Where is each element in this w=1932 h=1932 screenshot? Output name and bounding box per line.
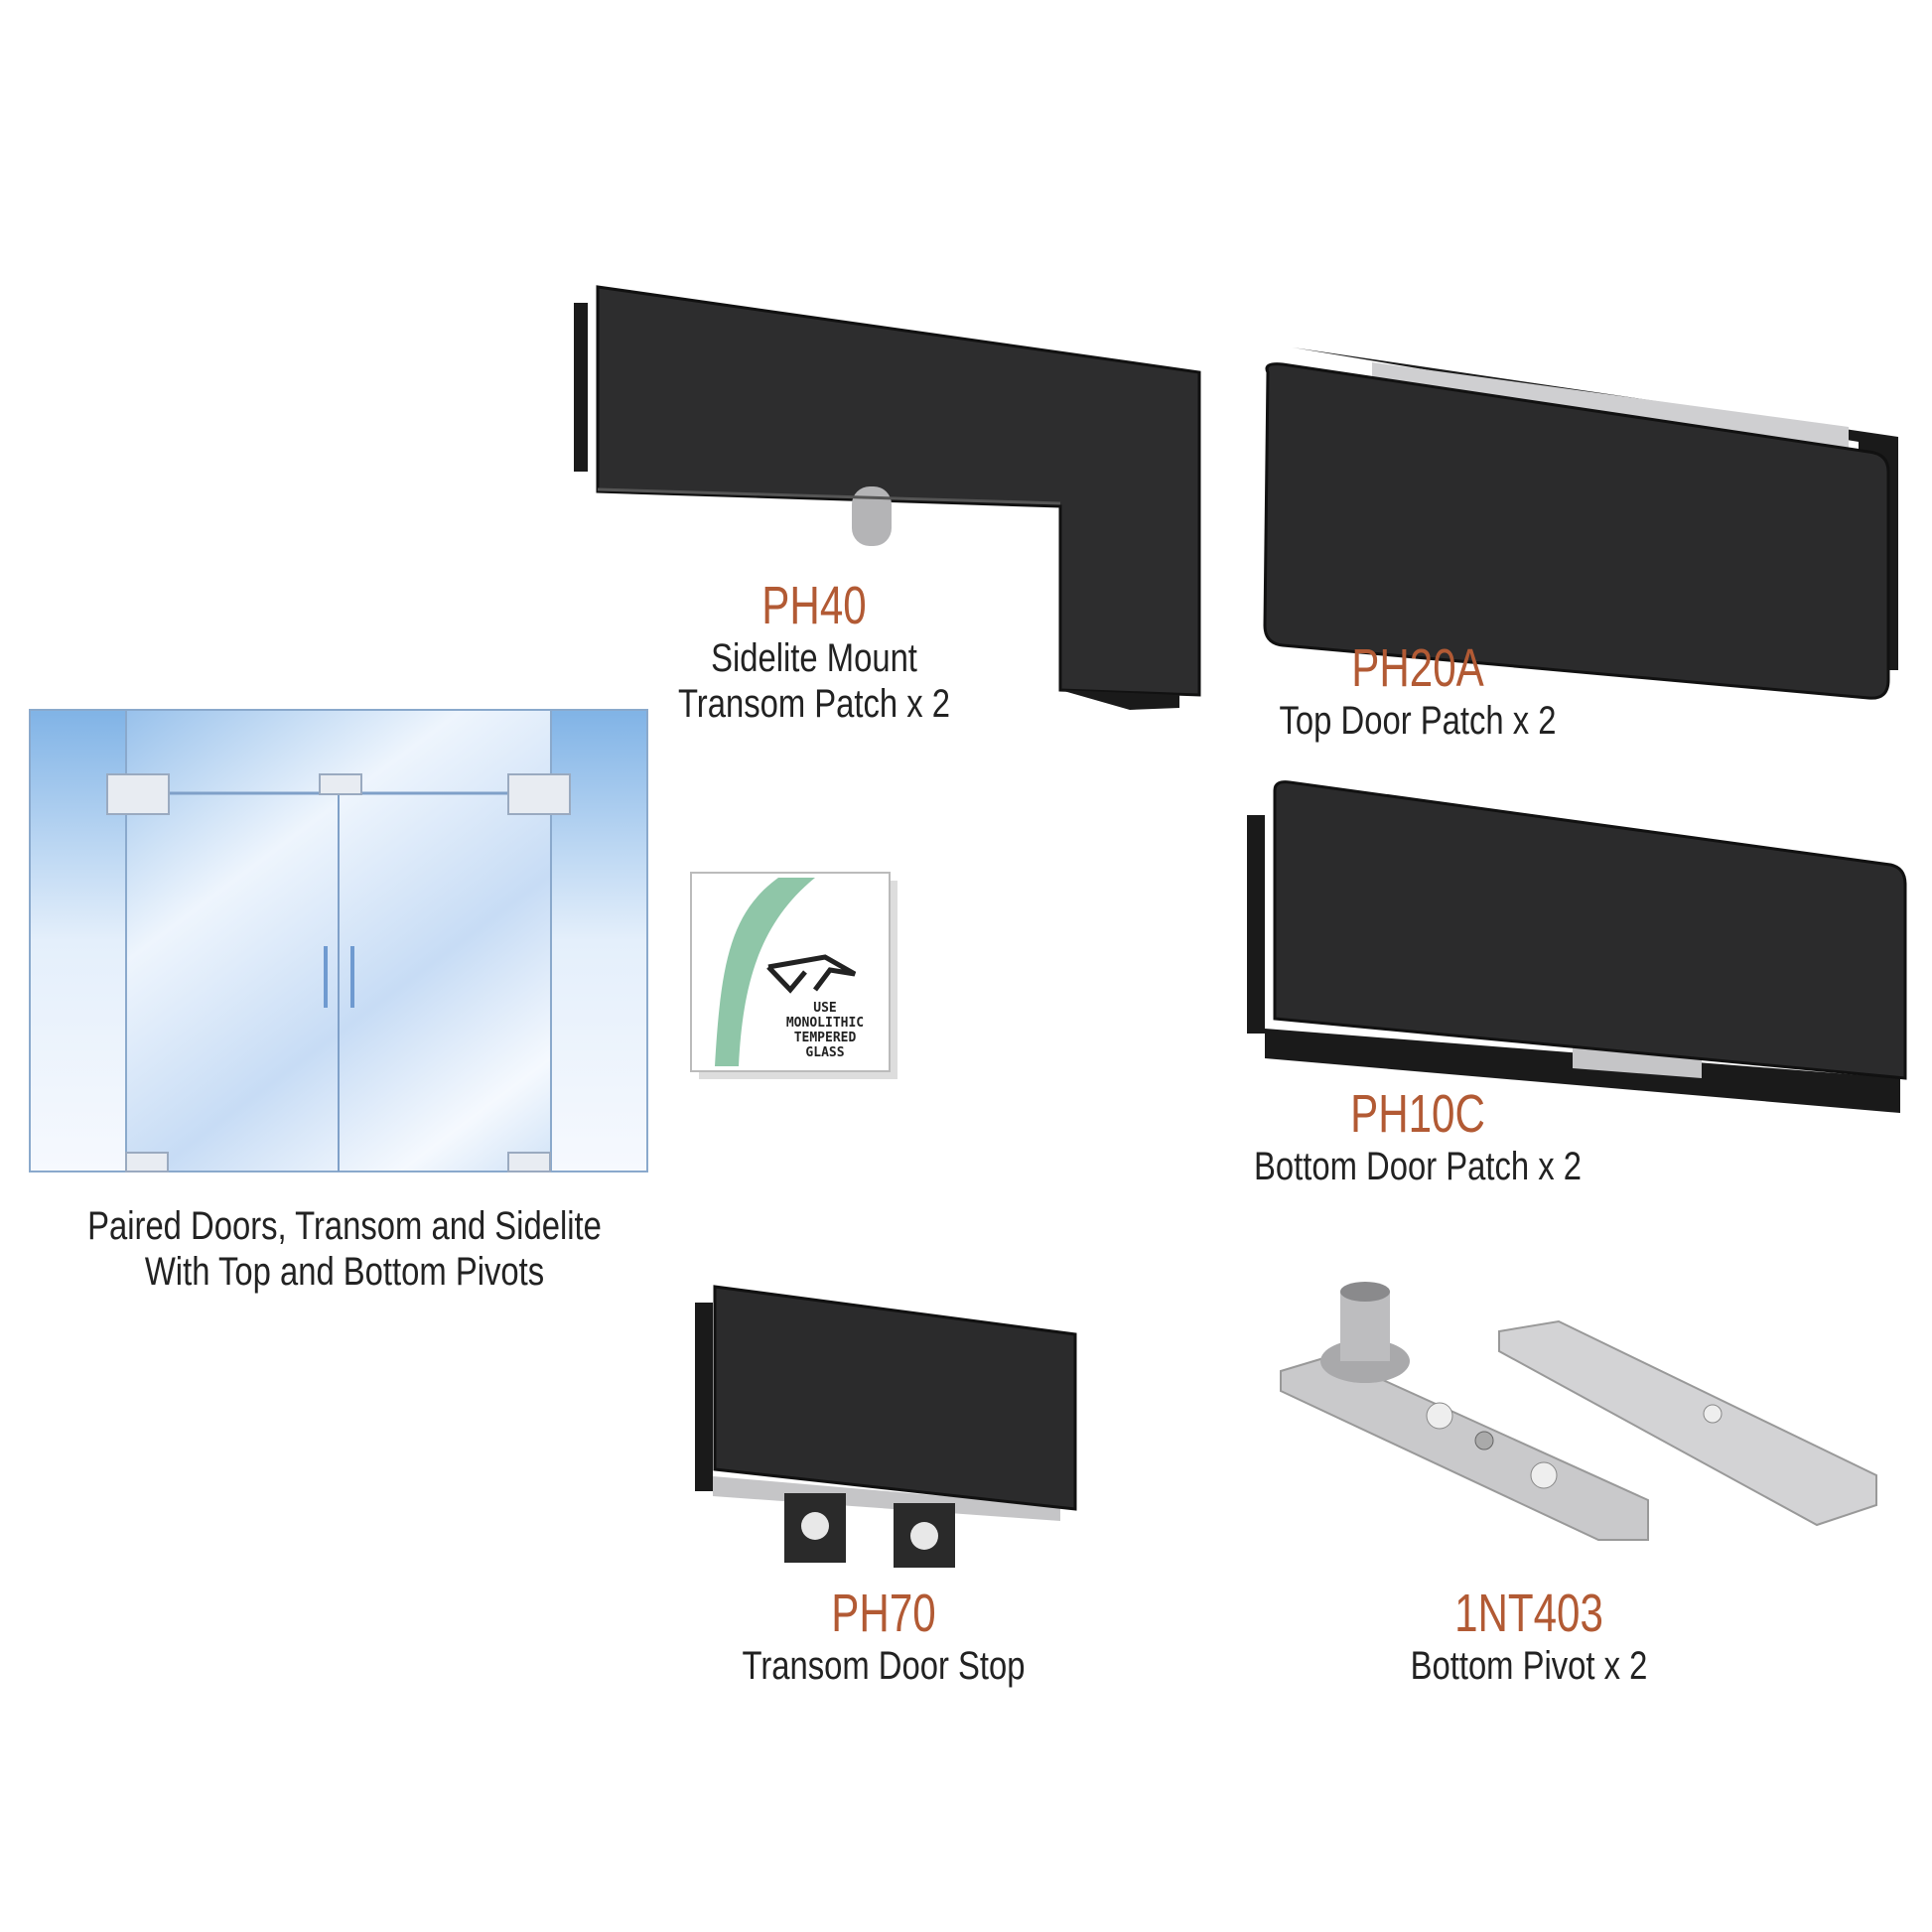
sticker-text: GLASS: [805, 1045, 844, 1060]
1nt403-bottom-pivot-image: [1280, 1282, 1877, 1541]
part-code: PH20A: [1351, 638, 1484, 698]
ph10c-bottom-door-patch-image: [1247, 780, 1907, 1113]
ph40-label: PH40 Sidelite Mount Transom Patch x 2: [648, 576, 980, 727]
part-description: Bottom Pivot x 2: [1410, 1644, 1648, 1688]
part-code: PH10C: [1350, 1084, 1485, 1144]
ph70-transom-door-stop-image: [695, 1285, 1077, 1568]
part-description: Bottom Door Patch x 2: [1254, 1145, 1582, 1188]
ph10c-label: PH10C Bottom Door Patch x 2: [1218, 1084, 1617, 1189]
part-description: Transom Patch x 2: [677, 682, 951, 726]
part-code: PH40: [761, 576, 867, 635]
caption-line-1: Paired Doors, Transom and Sidelite: [87, 1204, 602, 1248]
sticker-text: MONOLITHIC: [786, 1016, 864, 1031]
ph70-label: PH70 Transom Door Stop: [711, 1584, 1056, 1689]
part-description: Transom Door Stop: [742, 1644, 1026, 1688]
part-code: 1NT403: [1454, 1584, 1603, 1643]
ph20a-top-door-patch-image: [1263, 347, 1898, 700]
paired-doors-diagram: [29, 709, 648, 1173]
ph20a-label: PH20A Top Door Patch x 2: [1249, 638, 1587, 744]
part-description: Sidelite Mount: [711, 636, 917, 680]
caption-line-2: With Top and Bottom Pivots: [144, 1250, 545, 1294]
part-code: PH70: [831, 1584, 936, 1643]
sticker-text: TEMPERED: [794, 1031, 857, 1045]
tempered-glass-sticker: USE MONOLITHIC TEMPERED GLASS: [690, 872, 897, 1079]
ph40-sidelite-transom-patch-image: [574, 285, 1201, 710]
part-description: Top Door Patch x 2: [1279, 699, 1557, 743]
diagram-caption: Paired Doors, Transom and Sidelite With …: [31, 1203, 657, 1295]
1nt403-label: 1NT403 Bottom Pivot x 2: [1384, 1584, 1673, 1689]
sticker-text: USE: [813, 1001, 836, 1016]
